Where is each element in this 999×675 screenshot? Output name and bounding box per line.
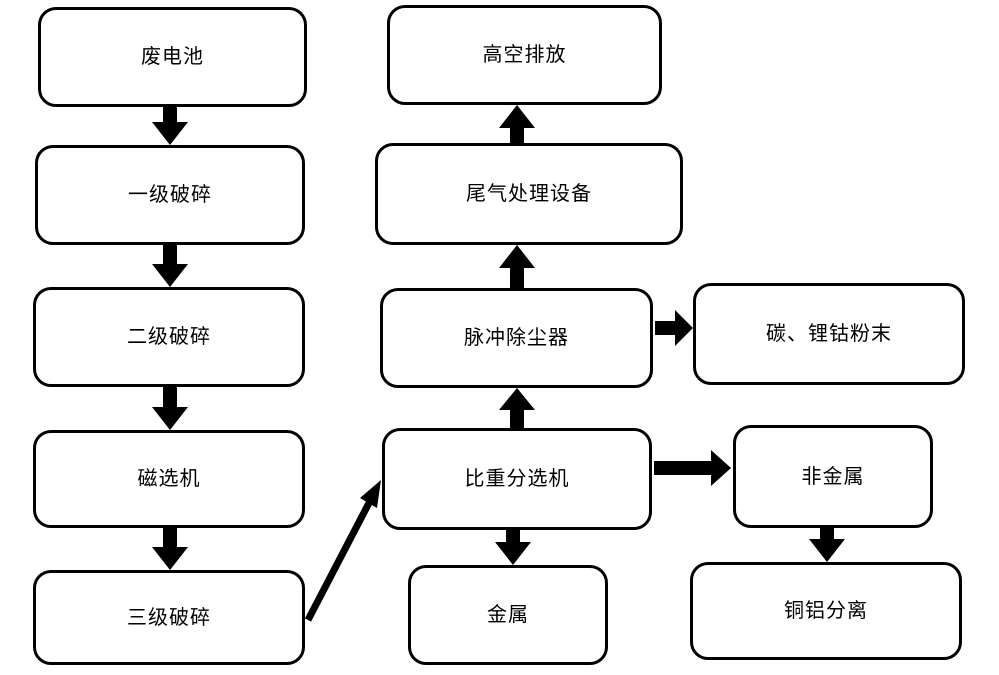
node-tertiary-crushing: 三级破碎: [33, 570, 305, 665]
arrow-pulse-to-carbon-powder: [655, 310, 693, 346]
node-magnetic-separator: 磁选机: [33, 430, 305, 528]
arrow-secondary-to-magnetic: [152, 387, 188, 430]
node-label: 二级破碎: [127, 326, 211, 348]
node-label: 碳、锂钴粉末: [766, 323, 892, 345]
arrow-exhaust-to-discharge: [499, 105, 535, 144]
node-label: 三级破碎: [127, 606, 211, 629]
arrow-primary-to-secondary: [152, 245, 188, 287]
node-carbon-lithium-cobalt-powder: 碳、锂钴粉末: [693, 283, 965, 385]
node-label: 一级破碎: [128, 184, 212, 206]
node-high-altitude-discharge: 高空排放: [387, 5, 662, 105]
node-waste-battery: 废电池: [38, 7, 307, 107]
arrow-gravity-to-non-metal: [654, 450, 731, 486]
arrow-waste-to-primary: [152, 107, 188, 145]
node-label: 脉冲除尘器: [464, 327, 569, 349]
node-copper-aluminum-separation: 铜铝分离: [690, 562, 962, 660]
node-label: 铜铝分离: [784, 600, 868, 622]
node-label: 废电池: [141, 46, 204, 68]
node-metal: 金属: [408, 565, 608, 665]
node-label: 非金属: [801, 465, 865, 488]
node-label: 磁选机: [137, 468, 201, 490]
node-label: 尾气处理设备: [466, 183, 592, 205]
node-non-metal: 非金属: [733, 425, 933, 528]
arrow-gravity-to-metal: [495, 530, 531, 565]
node-label: 高空排放: [482, 44, 567, 66]
arrow-tertiary-to-gravity: [304, 480, 381, 622]
node-pulse-dust-collector: 脉冲除尘器: [380, 288, 653, 388]
arrow-non-metal-to-cu-al: [809, 528, 845, 562]
node-gravity-separator: 比重分选机: [382, 428, 652, 530]
arrow-magnetic-to-tertiary: [152, 528, 188, 570]
node-label: 金属: [487, 604, 529, 626]
node-label: 比重分选机: [464, 468, 570, 490]
arrow-gravity-to-pulse: [499, 388, 535, 429]
arrow-pulse-to-exhaust: [499, 245, 535, 289]
node-exhaust-gas-treatment: 尾气处理设备: [375, 143, 683, 245]
node-primary-crushing: 一级破碎: [35, 145, 305, 245]
node-secondary-crushing: 二级破碎: [33, 287, 305, 387]
